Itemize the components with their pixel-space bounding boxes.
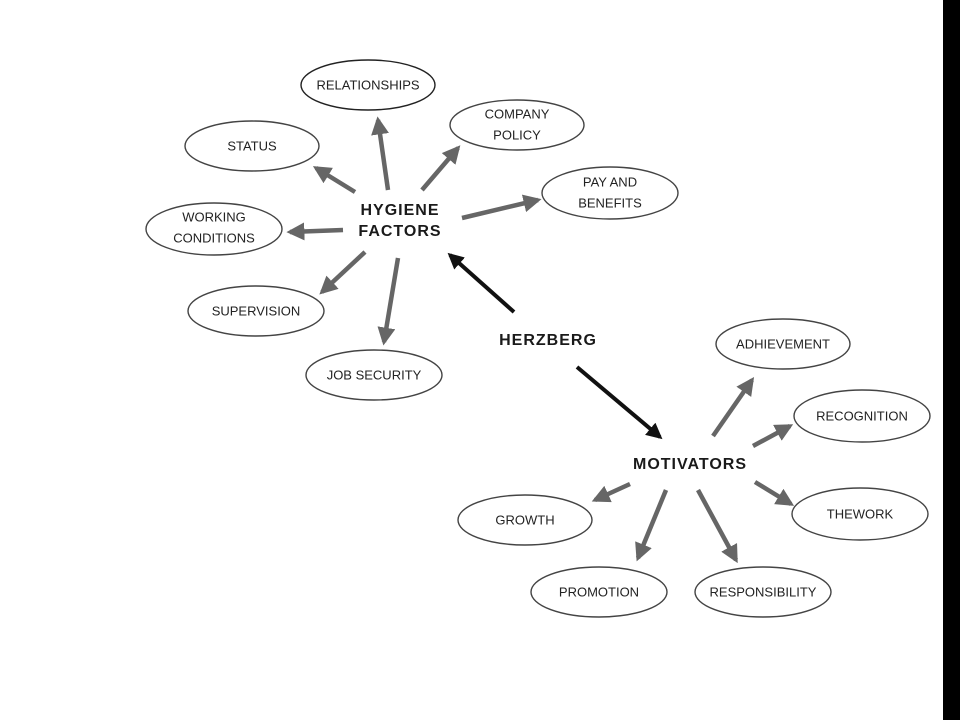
page-edge-strip [943,0,960,720]
bubble-company-policy: COMPANY POLICY [449,99,585,151]
bubble-pay-and-benefits: PAY AND BENEFITS [541,166,679,220]
bubble-label: GROWTH [495,512,554,527]
bubble-label: SUPERVISION [212,303,301,318]
arrow-to-responsibility [696,488,738,564]
bubble-label: PAY AND [583,174,637,189]
bubble-label: WORKING [182,209,246,224]
arrow-to-status [312,166,357,194]
arrow-herzberg-to-motivators [575,365,663,440]
arrow-to-company-policy [420,145,461,192]
bubble-label: RESPONSIBILITY [710,584,817,599]
hygiene-hub-label-line2: FACTORS [358,223,441,240]
arrow-herzberg-to-hygiene [447,252,516,314]
herzberg-center-label: HERZBERG [499,332,597,349]
arrow-to-the-work [753,480,795,506]
bubble-responsibility: RESPONSIBILITY [694,566,832,618]
bubble-promotion: PROMOTION [530,566,668,618]
arrow-to-relationships [371,116,391,191]
arrow-to-promotion [635,489,669,562]
hygiene-hub-label-line1: HYGIENE [360,202,439,219]
arrow-to-recognition [751,424,794,448]
bubble-status: STATUS [184,120,320,172]
bubble-achievement: ADHIEVEMENT [715,318,851,370]
bubble-label: BENEFITS [578,195,642,210]
bubble-recognition: RECOGNITION [793,389,931,443]
arrow-to-growth [591,481,631,503]
bubble-label: CONDITIONS [173,230,255,245]
bubble-label: RELATIONSHIPS [316,77,419,92]
bubble-label: JOB SECURITY [327,367,422,382]
bubble-the-work: THEWORK [791,487,929,541]
arrow-to-working-conditions [286,222,344,241]
bubble-label: STATUS [227,138,277,153]
bubble-relationships: RELATIONSHIPS [300,59,436,111]
bubble-label: POLICY [493,127,541,142]
motivator-arrows [591,377,795,564]
arrow-to-job-security [377,257,401,346]
bubble-label: COMPANY [485,106,550,121]
herzberg-arrows [447,252,663,440]
arrow-to-supervision [319,250,367,295]
bubble-supervision: SUPERVISION [187,285,325,337]
bubble-working-conditions: WORKING CONDITIONS [145,202,283,256]
bubble-label: RECOGNITION [816,408,908,423]
bubble-label: ADHIEVEMENT [736,336,830,351]
bubble-label: PROMOTION [559,584,639,599]
motivators-hub-label: MOTIVATORS [633,456,747,473]
bubble-job-security: JOB SECURITY [305,349,443,401]
bubble-label: THEWORK [827,506,894,521]
arrow-to-pay-and-benefits [461,194,542,221]
bubble-growth: GROWTH [457,494,593,546]
arrow-to-achievement [711,377,755,438]
hygiene-arrows [286,116,542,346]
